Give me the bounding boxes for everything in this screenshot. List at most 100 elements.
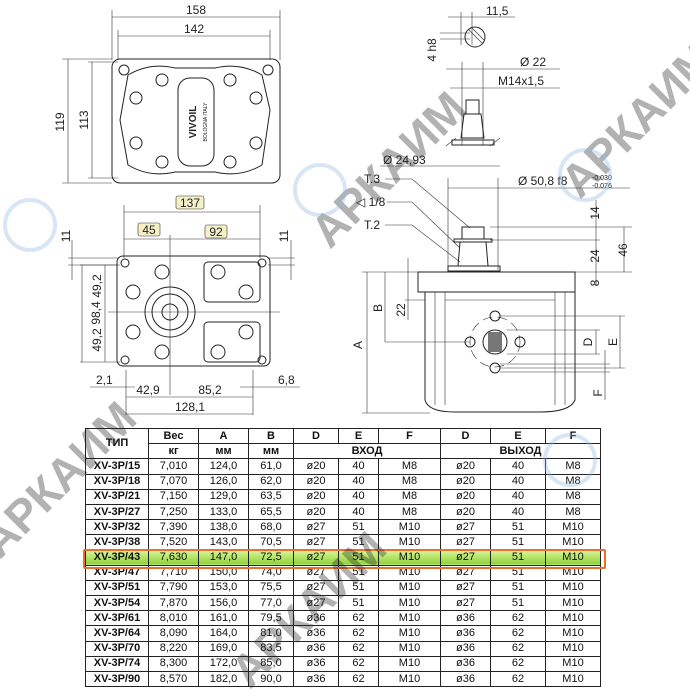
table-cell: ø36 bbox=[293, 670, 339, 688]
table-header-row: ТИП Вес A B D E F D E F bbox=[85, 427, 601, 460]
col-header-type: ТИП bbox=[85, 427, 149, 460]
table-cell: 156,0 bbox=[198, 595, 249, 612]
group-inlet: ВХОД bbox=[293, 443, 441, 460]
table-subheader-row: кг мм мм ВХОД ВЫХОД bbox=[86, 443, 601, 460]
dim-92: 92 bbox=[209, 225, 223, 239]
table-cell: 51 bbox=[490, 579, 546, 597]
brand-subtitle: BOLOGNA ITALY bbox=[203, 102, 209, 142]
col-header-b: B bbox=[248, 427, 294, 445]
table-cell: 7,870 bbox=[148, 595, 199, 612]
dim-45: 45 bbox=[142, 223, 156, 237]
table-cell: 70,5 bbox=[248, 534, 294, 551]
table-cell: M10 bbox=[378, 640, 441, 657]
dim-a: A bbox=[351, 341, 365, 349]
flange-view: 137 45 92 11 11 98,4 49,2 49,2 2,1 bbox=[59, 195, 300, 415]
table-cell: 40 bbox=[490, 458, 546, 475]
table-cell: 83,5 bbox=[248, 640, 294, 657]
table-cell: 7,390 bbox=[148, 519, 199, 536]
table-cell: 7,250 bbox=[148, 503, 199, 521]
table-cell: M8 bbox=[378, 458, 441, 475]
table-cell: 51 bbox=[338, 595, 379, 612]
dim-158: 158 bbox=[186, 3, 206, 17]
col-header-a: A bbox=[198, 427, 249, 445]
dim-e: E bbox=[606, 338, 620, 346]
col-header-in-d: D bbox=[293, 427, 339, 445]
table-cell: M8 bbox=[545, 488, 601, 505]
cell-type: XV-3P/54 bbox=[85, 595, 149, 612]
unit-mm-b: мм bbox=[248, 443, 294, 460]
table-cell: 40 bbox=[490, 473, 546, 490]
table-cell: M10 bbox=[545, 534, 601, 551]
cell-type: XV-3P/51 bbox=[85, 579, 149, 597]
table-cell: 62 bbox=[338, 655, 379, 673]
cell-type: XV-3P/15 bbox=[85, 458, 149, 475]
table-cell: 51 bbox=[490, 534, 546, 551]
table-cell: 164,0 bbox=[198, 625, 249, 642]
table-cell: 129,0 bbox=[198, 488, 249, 505]
dim-d: D bbox=[581, 337, 595, 346]
table-cell: ø36 bbox=[440, 640, 491, 657]
cell-type: XV-3P/27 bbox=[85, 503, 149, 521]
table-cell: M10 bbox=[378, 655, 441, 673]
table-cell: 79,5 bbox=[248, 610, 294, 627]
table-cell: 72,5 bbox=[248, 549, 294, 566]
table-cell: 62 bbox=[490, 610, 546, 627]
table-cell: ø27 bbox=[293, 564, 339, 581]
table-cell: M10 bbox=[545, 564, 601, 581]
table-cell: 63,5 bbox=[248, 488, 294, 505]
table-cell: 51 bbox=[338, 564, 379, 581]
table-cell: M8 bbox=[378, 503, 441, 521]
table-cell: 90,0 bbox=[248, 670, 294, 688]
table-cell: ø36 bbox=[440, 655, 491, 673]
col-header-in-f: F bbox=[378, 427, 441, 445]
cell-type: XV-3P/32 bbox=[85, 519, 149, 536]
table-cell: 8,570 bbox=[148, 670, 199, 688]
dim-14: 14 bbox=[588, 206, 602, 220]
table-cell: 8,010 bbox=[148, 610, 199, 627]
table-cell: 51 bbox=[490, 519, 546, 536]
table-cell: 8,300 bbox=[148, 655, 199, 673]
cell-type: XV-3P/90 bbox=[85, 670, 149, 688]
group-outlet: ВЫХОД bbox=[440, 443, 601, 460]
table-cell: ø20 bbox=[440, 503, 491, 521]
table-cell: ø36 bbox=[293, 640, 339, 657]
table-cell: 62 bbox=[490, 655, 546, 673]
table-cell: M10 bbox=[378, 549, 441, 566]
dim-b: B bbox=[371, 304, 385, 312]
dim-119: 119 bbox=[53, 112, 67, 131]
table-cell: 51 bbox=[490, 564, 546, 581]
cell-type: XV-3P/21 bbox=[85, 488, 149, 505]
table-cell: 51 bbox=[338, 549, 379, 566]
table-cell: 74,0 bbox=[248, 564, 294, 581]
dim-142: 142 bbox=[184, 22, 204, 36]
table-cell: M10 bbox=[545, 579, 601, 597]
dim-98-4: 98,4 bbox=[89, 301, 103, 325]
table-cell: 124,0 bbox=[198, 458, 249, 475]
table-cell: ø27 bbox=[293, 534, 339, 551]
table-cell: M8 bbox=[545, 458, 601, 475]
table-cell: 133,0 bbox=[198, 503, 249, 521]
dim-11-left: 11 bbox=[59, 229, 73, 242]
label-taper: ◁ 1/8 bbox=[356, 195, 386, 209]
table-cell: M10 bbox=[545, 519, 601, 536]
dim-113: 113 bbox=[77, 110, 91, 129]
table-cell: ø36 bbox=[440, 610, 491, 627]
table-cell: M10 bbox=[378, 610, 441, 627]
col-header-out-e: E bbox=[490, 427, 546, 445]
dim-2-1: 2,1 bbox=[96, 373, 113, 387]
table-cell: ø27 bbox=[440, 564, 491, 581]
cell-type: XV-3P/70 bbox=[85, 640, 149, 657]
table-cell: M8 bbox=[545, 503, 601, 521]
table-cell: 62 bbox=[338, 610, 379, 627]
dim-8: 8 bbox=[588, 279, 602, 286]
table-cell: 40 bbox=[338, 473, 379, 490]
table-cell: M10 bbox=[545, 655, 601, 673]
table-cell: 61,0 bbox=[248, 458, 294, 475]
table-cell: ø20 bbox=[293, 488, 339, 505]
